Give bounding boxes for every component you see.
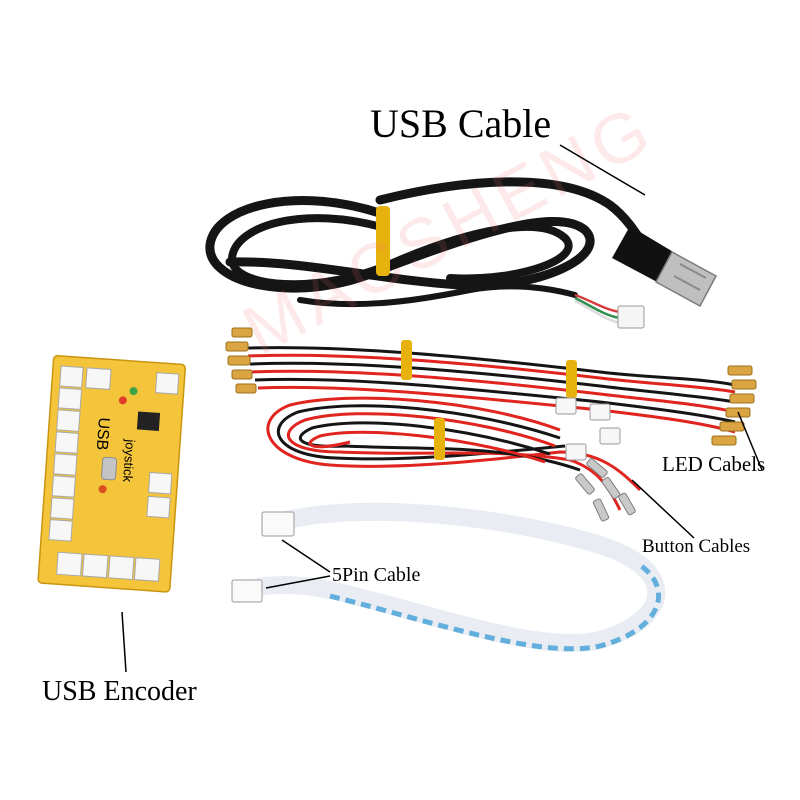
usb-encoder-board: [37, 354, 187, 593]
5pin-cable-label: 5Pin Cable: [332, 564, 421, 586]
usb-cable: [205, 177, 660, 308]
pointer-led-cables: [737, 411, 763, 471]
cable-tie: [376, 206, 390, 276]
ribbon-cable-stripe: [329, 562, 661, 652]
pointer-usb-cable: [559, 144, 646, 196]
cable-tie: [566, 360, 577, 398]
led-green: [129, 387, 138, 396]
led-terminals-left: [225, 327, 257, 394]
ribbon-connector: [231, 579, 263, 603]
chip: [136, 411, 161, 431]
pointer-button-cables: [631, 479, 695, 539]
pointer-5pin-top: [281, 539, 331, 573]
crystal: [101, 456, 118, 481]
cable-tie: [401, 340, 412, 380]
led-cables-label: LED Cabels: [662, 452, 766, 476]
cable-tie: [434, 418, 445, 460]
button-cables-label: Button Cables: [642, 536, 751, 557]
button-connectors: [555, 397, 621, 461]
pointer-5pin-bottom: [265, 575, 331, 589]
capacitor: [98, 485, 107, 494]
header-connectors: [48, 365, 180, 582]
usb-cable-label: USB Cable: [370, 101, 552, 146]
led-red: [118, 396, 127, 405]
button-terminals: [575, 458, 636, 522]
usb-plug: [612, 226, 718, 308]
pointer-usb-encoder: [121, 611, 127, 673]
ribbon-connector: [261, 511, 295, 537]
small-connector-wires: [574, 293, 645, 329]
ribbon-cable: [241, 502, 666, 652]
led-cables: [247, 346, 736, 434]
usb-encoder-label: USB Encoder: [42, 676, 197, 707]
